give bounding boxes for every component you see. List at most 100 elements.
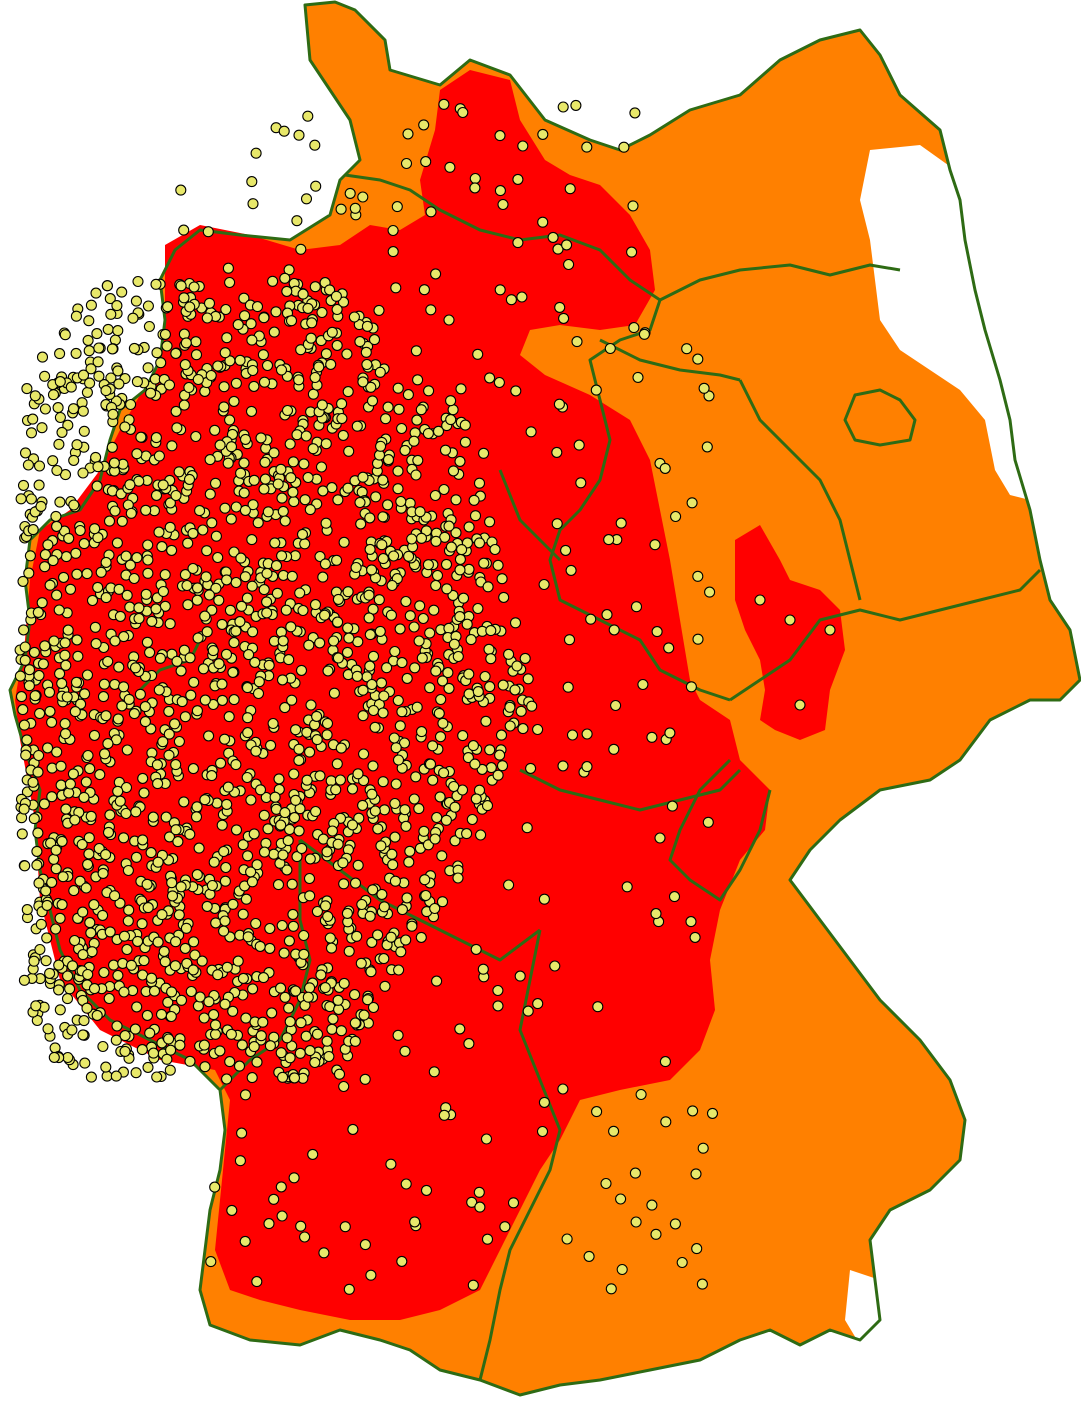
sample-point [15,691,28,703]
sample-point [70,347,82,359]
sample-point [494,130,506,142]
sample-point [463,688,475,700]
sample-point [357,684,369,696]
sample-point [213,594,225,606]
sample-point [18,719,30,731]
sample-point [396,657,408,669]
sample-point [343,945,355,957]
sample-point [342,482,354,494]
sample-point [153,684,165,696]
sample-point [351,930,363,942]
sample-point [557,101,569,113]
sample-point [537,216,549,228]
sample-point [319,982,331,994]
sample-point [36,351,49,363]
sample-point [413,803,425,815]
sample-point [106,343,118,355]
sample-point [262,506,274,518]
sample-point [150,278,162,290]
sample-point [581,761,593,773]
sample-point [364,910,376,922]
sample-point [210,582,222,594]
sample-point [420,889,432,902]
sample-point [151,347,163,359]
sample-point [114,795,126,807]
sample-point [236,1127,248,1139]
sample-point [219,502,231,514]
sample-point [20,749,32,761]
sample-point [408,435,420,447]
sample-point [324,932,336,944]
sample-point [273,773,285,785]
sample-point [335,742,347,754]
sample-point [204,488,216,500]
sample-point [581,141,593,153]
sample-point [100,849,112,861]
sample-point [50,863,62,875]
sample-point [70,676,83,688]
sample-point [427,740,439,752]
sample-point [287,486,299,498]
sample-point [320,348,332,360]
sample-point [199,610,211,622]
sample-point [230,501,242,513]
sample-point [276,492,288,504]
sample-point [246,176,258,188]
sample-point [492,984,504,997]
sample-point [66,960,79,972]
sample-point [279,991,291,1003]
sample-point [116,286,128,298]
sample-point [311,1028,324,1040]
sample-point [163,728,175,740]
sample-point [479,670,491,683]
sample-point [69,934,81,947]
sample-point [163,831,176,843]
sample-point [248,380,260,392]
sample-point [125,507,137,519]
sample-point [357,710,369,722]
sample-point [270,560,283,572]
sample-point [166,986,178,998]
sample-point [212,969,224,981]
sample-point [203,297,216,309]
sample-point [275,819,287,831]
sample-point [23,567,35,579]
sample-point [179,359,191,371]
sample-point [245,405,258,417]
sample-point [387,246,399,258]
sample-point [466,1196,478,1208]
sample-point [428,604,440,616]
sample-point [163,705,175,717]
sample-point [222,781,234,793]
sample-point [353,812,365,824]
sample-point [286,694,298,706]
sample-point [494,284,506,296]
sample-point [109,890,121,902]
sample-point [223,711,235,723]
sample-point [332,838,344,850]
sample-point [234,616,246,628]
sample-point [227,1005,239,1017]
sample-point [287,908,299,920]
sample-point [650,908,662,920]
sample-point [209,1019,222,1031]
sample-point [116,515,128,527]
sample-point [281,864,293,876]
sample-point [494,185,506,197]
sample-point [18,624,30,636]
sample-point [199,794,211,806]
sample-point [128,572,140,585]
sample-point [452,650,464,663]
sample-point [469,182,481,194]
sample-point [286,1040,298,1052]
sample-point [239,504,251,516]
sample-point [133,612,145,625]
sample-point [142,567,154,579]
sample-point [455,383,467,395]
sample-point [99,748,111,760]
sample-point [47,455,59,467]
sample-point [498,591,510,603]
sample-point [69,706,81,718]
sample-point [287,920,299,932]
sample-point [449,801,461,813]
